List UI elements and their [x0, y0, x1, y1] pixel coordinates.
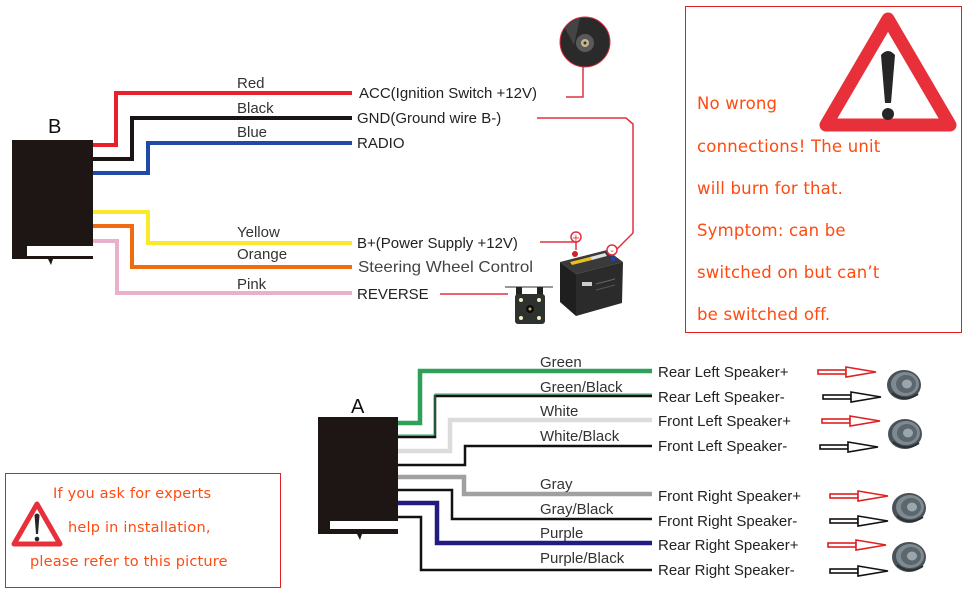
warning-triangle-icon [819, 12, 957, 132]
wire-label-red: Red [237, 75, 265, 92]
lead-bplus [540, 241, 577, 250]
wire-label-purple-black: Purple/Black [540, 550, 625, 567]
wire-yellow [93, 210, 352, 245]
warning-main-line-6: be switched off. [697, 305, 831, 324]
warning-help-line-2: help in installation, [68, 520, 211, 536]
warning-triangle-icon [11, 501, 63, 547]
connector-a: A [318, 396, 398, 540]
terminal-radio: RADIO [357, 135, 405, 152]
speaker-terminal-labels: Rear Left Speaker+ Rear Left Speaker- Fr… [658, 364, 801, 579]
terminal-acc: ACC(Ignition Switch +12V) [359, 85, 537, 102]
wire-white [398, 417, 652, 454]
wire-gray-black [398, 488, 652, 521]
terminal-rear-left-plus: Rear Left Speaker+ [658, 364, 789, 381]
wire-label-black: Black [237, 100, 274, 117]
connector-b-terminal-labels: ACC(Ignition Switch +12V) GND(Ground wir… [357, 85, 537, 303]
speaker-icon [892, 542, 926, 572]
arrow-plus-icon [821, 415, 881, 427]
wire-red [93, 91, 352, 147]
terminal-rear-right-minus: Rear Right Speaker- [658, 562, 795, 579]
wire-label-white: White [540, 403, 578, 420]
lead-acc [566, 55, 584, 98]
wire-purple [398, 500, 652, 546]
connector-b-letter: B [48, 116, 61, 138]
wire-green [398, 368, 652, 426]
arrow-plus-icon [817, 366, 877, 378]
arrow-minus-icon [829, 565, 889, 577]
arrow-minus-icon [829, 515, 889, 527]
wire-label-blue: Blue [237, 124, 267, 141]
wire-label-gray: Gray [540, 476, 573, 493]
connector-b: B [12, 116, 93, 265]
wire-orange [93, 224, 352, 269]
speaker-icon [892, 493, 926, 523]
wire-purple-black [398, 515, 652, 572]
wire-blue [93, 141, 352, 175]
connector-a-wires [398, 368, 652, 572]
battery-negative-icon [606, 244, 618, 256]
arrow-plus-icon [829, 490, 889, 502]
warning-main-line-3: will burn for that. [697, 179, 844, 198]
wire-label-pink: Pink [237, 276, 267, 293]
terminal-rear-right-plus: Rear Right Speaker+ [658, 537, 799, 554]
wire-white-black [398, 444, 652, 467]
connector-b-wire-labels: Red Black Blue Yellow Orange Pink [237, 75, 287, 293]
ignition-switch-icon [559, 16, 611, 68]
warning-help-line-1: If you ask for experts [53, 486, 212, 502]
terminal-steering-wheel-control: Steering Wheel Control [358, 259, 533, 276]
warning-main-line-2: connections! The unit [697, 137, 881, 156]
connector-a-wire-labels: Green Green/Black White White/Black Gray… [540, 354, 625, 567]
wire-gray [398, 474, 652, 497]
warning-main-line-5: switched on but can’t [697, 263, 880, 282]
speakers [887, 370, 926, 572]
car-battery-icon: + - [560, 231, 623, 316]
connector-a-body [318, 417, 398, 540]
wire-label-green: Green [540, 354, 582, 371]
arrow-plus-icon [827, 539, 887, 551]
terminal-front-left-minus: Front Left Speaker- [658, 438, 787, 455]
warning-help-line-3: please refer to this picture [30, 554, 228, 570]
wire-label-purple: Purple [540, 525, 583, 542]
arrow-minus-icon [822, 391, 882, 403]
wire-label-gray-black: Gray/Black [540, 501, 614, 518]
warning-main-line-4: Symptom: can be [697, 221, 846, 240]
speaker-icon [888, 419, 922, 449]
warning-main-line-1: No wrong [697, 94, 778, 113]
speaker-arrows [817, 366, 889, 577]
terminal-front-right-minus: Front Right Speaker- [658, 513, 797, 530]
wire-label-orange: Orange [237, 246, 287, 263]
connector-b-wires [93, 91, 352, 295]
battery-positive-icon [570, 231, 582, 243]
wire-green-black-stripe [398, 393, 652, 436]
arrow-minus-icon [819, 441, 879, 453]
warning-box-help: If you ask for experts help in installat… [5, 473, 281, 588]
speaker-icon [887, 370, 921, 400]
terminal-rear-left-minus: Rear Left Speaker- [658, 389, 785, 406]
connector-b-body [12, 140, 93, 265]
terminal-front-right-plus: Front Right Speaker+ [658, 488, 801, 505]
battery-negative-sign: - [610, 246, 614, 257]
wire-label-yellow: Yellow [237, 224, 280, 241]
wire-black [93, 116, 352, 161]
warning-box-main: No wrong connections! The unit will burn… [685, 6, 962, 333]
wire-pink [93, 239, 352, 295]
battery-positive-sign: + [572, 233, 580, 244]
reverse-camera-icon [505, 286, 553, 324]
terminal-reverse: REVERSE [357, 286, 429, 303]
terminal-gnd: GND(Ground wire B-) [357, 110, 501, 127]
terminal-front-left-plus: Front Left Speaker+ [658, 413, 791, 430]
terminal-bplus: B+(Power Supply +12V) [357, 235, 518, 252]
lead-gnd [537, 117, 634, 252]
wire-label-white-black: White/Black [540, 428, 620, 445]
component-leads [440, 55, 634, 295]
connector-a-letter: A [351, 396, 365, 418]
wire-label-green-black: Green/Black [540, 379, 623, 396]
